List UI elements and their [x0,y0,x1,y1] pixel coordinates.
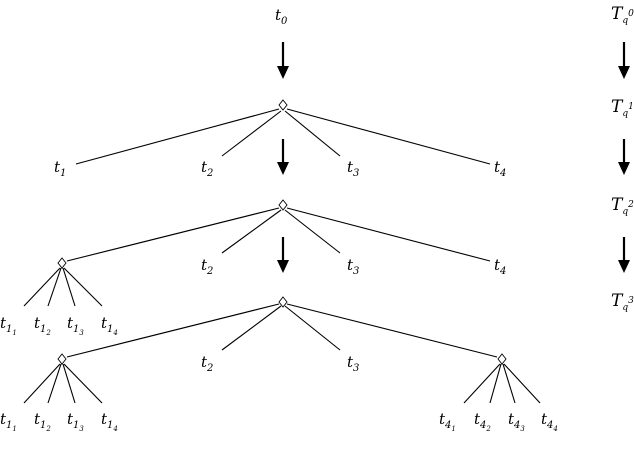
level3-child-label: t2 [201,353,213,374]
level3-left-leaf-label: t13 [67,410,84,433]
level-2: t11 t12 t13 t14 t2 t3 t4 [0,199,506,337]
right-column: Tq0 Tq1 Tq2 Tq3 [611,4,634,313]
level1-child-label: t2 [201,158,213,179]
down-arrow-icon [618,42,630,79]
tree-node [278,296,288,308]
level2-child-label: t2 [201,256,213,277]
down-arrow-icon [618,237,630,273]
level2-leaf-label: t13 [67,314,84,337]
level3-right-leaf-label: t43 [508,410,525,433]
tq1-label: Tq1 [611,97,634,119]
level3-child-label: t3 [347,353,359,374]
level3-left-leaf-label: t11 [0,410,17,433]
level3-left-leaf-label: t14 [101,410,118,433]
tq3-label: Tq3 [611,291,634,313]
level3-left-leaf-label: t12 [34,410,51,433]
level3-right-leaf-label: t44 [541,410,558,433]
level2-child-label: t4 [494,256,506,277]
tree-node [497,353,507,365]
tree-node [57,353,67,365]
tree-node [57,257,67,269]
level2-leaf-label: t12 [34,314,51,337]
root-label: t0 [275,6,288,27]
level1-child-label: t1 [54,158,66,179]
level3-right-leaf-label: t42 [474,410,491,433]
down-arrow-icon [277,139,289,175]
level1-child-label: t3 [347,158,359,179]
tree-node [278,199,288,211]
tree-node [278,99,288,111]
tq2-label: Tq2 [611,195,634,217]
level-1: t1 t2 t3 t4 [54,99,506,179]
down-arrow-icon [277,42,289,79]
level2-leaf-label: t11 [0,314,17,337]
level3-right-leaf-label: t41 [439,410,456,433]
down-arrow-icon [618,139,630,175]
level2-leaf-label: t14 [101,314,118,337]
level1-child-label: t4 [494,158,506,179]
tq0-label: Tq0 [611,4,634,26]
down-arrow-icon [277,237,289,273]
level-3: t11 t12 t13 t14 t2 t3 t41 t42 t43 t44 [0,296,558,433]
level2-child-label: t3 [347,256,359,277]
